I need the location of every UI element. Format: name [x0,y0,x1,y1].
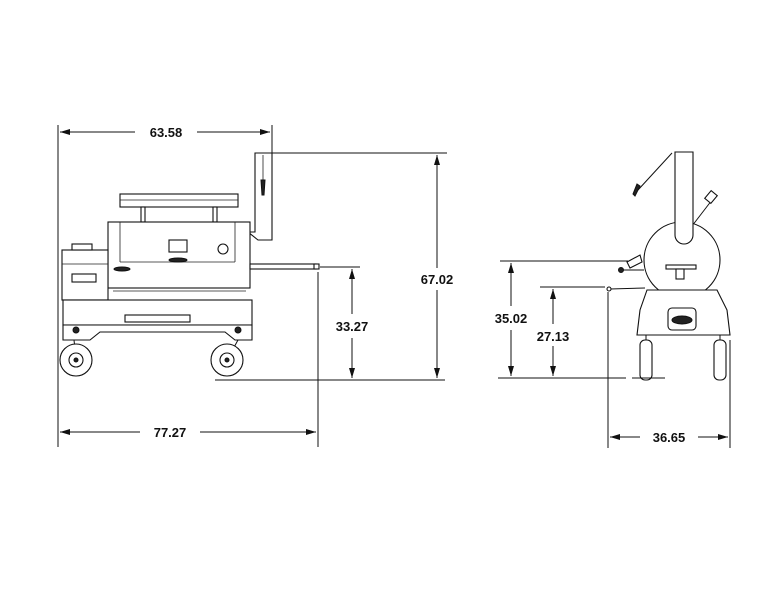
dimension-label-27-13: 27.13 [537,329,570,344]
side-view-dimensions [57,125,447,447]
end-view-smoker [606,151,731,381]
dimension-label-67-02: 67.02 [421,272,454,287]
end-view-dimensions [498,260,731,448]
dimension-label-63-58: 63.58 [150,125,183,140]
dimension-label-77-27: 77.27 [154,425,187,440]
side-view-smoker [59,152,320,377]
dimension-label-36-65: 36.65 [653,430,686,445]
dimension-label-33-27: 33.27 [336,319,369,334]
dimension-label-35-02: 35.02 [495,311,528,326]
